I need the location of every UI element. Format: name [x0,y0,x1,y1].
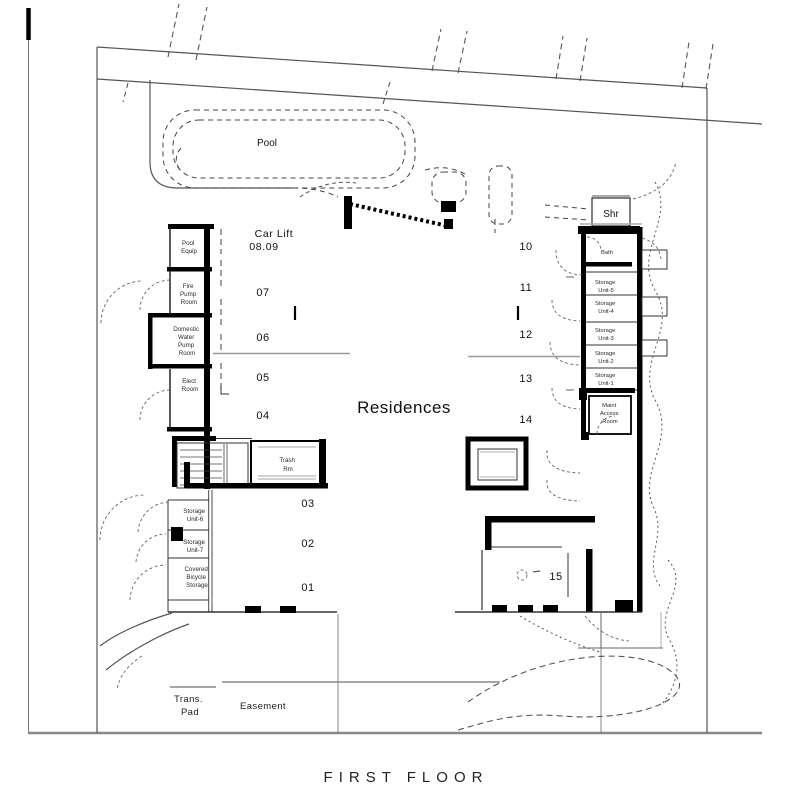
stall-13: 13 [519,373,532,385]
elevator-block [465,436,529,491]
stall-05: 05 [256,372,269,384]
stall-03: 03 [301,498,314,510]
car-lift-label: Car Lift [255,228,294,240]
right-wing: Bath Storage Unit-5 Storage Unit-4 Stora… [455,223,668,613]
stall-07: 07 [256,287,269,299]
room-label-fire-pump: Fire Pump Room [180,283,198,306]
room-label-elect: Elect Room [182,378,199,393]
room-label-maint: Maint Access Room [600,403,620,425]
room-label-bike-storage: Covered Bicycle Storage [184,566,209,589]
room-label-storage-3: Storage Unit-3 [595,328,617,342]
stall-06: 06 [256,332,269,344]
room-label-storage-2: Storage Unit-2 [595,351,617,365]
room-label-storage-4: Storage Unit-4 [595,301,617,315]
room-label-storage-7: Storage Unit-7 [183,539,206,554]
driveway-stubs [122,3,714,105]
room-label-domestic-water: Domestic Water Pump Room [173,326,201,357]
stall-14: 14 [519,414,532,426]
drawing-title: FIRST FLOOR [324,769,489,786]
site-boundary [26,8,763,735]
shower-label: Shr [603,209,619,220]
room-label-storage-1: Storage Unit-1 [595,373,617,387]
residences-label: Residences [357,398,451,417]
stall-12: 12 [519,329,532,341]
garden-paths [457,181,680,731]
room-label-bath: Bath [601,250,613,256]
car-lift-stalls: 08.09 [249,241,278,253]
entry-gate [344,196,456,229]
stair-block [172,436,328,489]
trans-pad-label: Trans. Pad [174,694,206,718]
stall-numbers: Car Lift 08.09 07 06 05 04 03 02 01 10 1… [249,228,562,594]
room-label-storage-6: Storage Unit-6 [183,508,206,523]
left-wing: Pool Equip Fire Pump Room Domestic Water… [99,224,214,612]
stall-01: 01 [301,582,314,594]
stall-11: 11 [520,282,532,294]
left-storage-rooms: Storage Unit-6 Storage Unit-7 Covered Bi… [129,499,337,613]
pool-label: Pool [257,138,277,149]
room-label-storage-5: Storage Unit-5 [595,280,617,294]
easement-label: Easement [240,701,286,712]
pool-area: Pool [149,80,513,225]
stall-10: 10 [519,241,532,253]
stall-02: 02 [301,538,314,550]
trash-room: Trash Rm [250,439,326,486]
room-label-pool-equip: Pool Equip [181,240,197,255]
stall-04: 04 [256,410,269,422]
exit-drive-curves [99,612,190,691]
room-label-trash: Trash Rm [279,457,296,473]
rear-yard-lines [337,612,663,733]
stall-15: 15 [549,571,562,583]
parking-marks [213,219,580,395]
easement-area: Trans. Pad Easement [170,681,500,718]
